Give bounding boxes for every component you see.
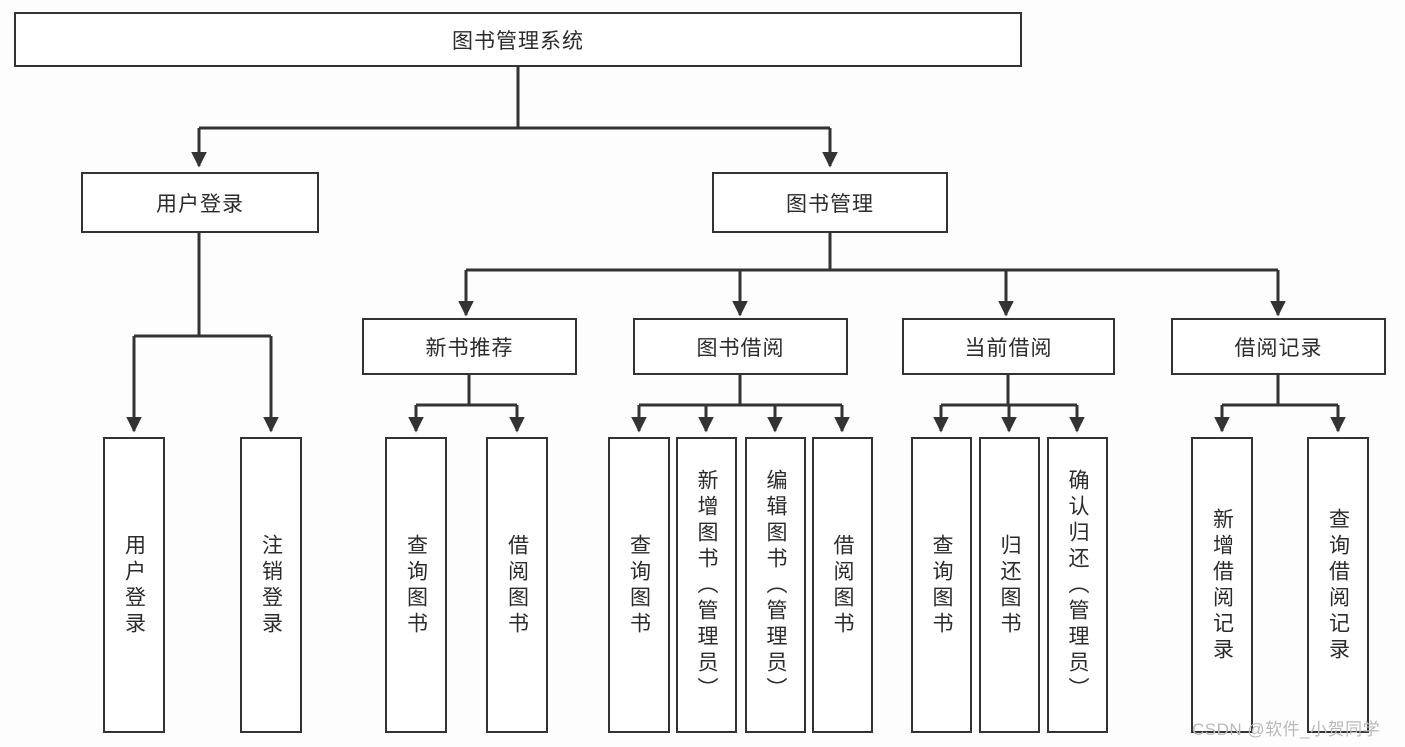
leaf-current-confirm-return-admin[interactable]: 确认归还（管理员）: [1047, 437, 1108, 733]
node-label: 用户登录: [122, 534, 146, 638]
node-label: 查询借阅记录: [1326, 508, 1350, 664]
node-label: 注销登录: [259, 534, 283, 638]
node-label: 借阅图书: [505, 534, 529, 638]
node-label: 新增图书（管理员）: [695, 469, 718, 703]
node-book-management[interactable]: 图书管理: [712, 172, 948, 233]
node-label: 当前借阅: [964, 336, 1053, 360]
node-new-book-recommend[interactable]: 新书推荐: [362, 318, 577, 375]
node-label: 归还图书: [998, 534, 1021, 638]
node-label: 图书借阅: [696, 336, 785, 360]
leaf-recommend-borrow-book[interactable]: 借阅图书: [486, 437, 548, 733]
leaf-recommend-query-book[interactable]: 查询图书: [385, 437, 447, 733]
node-user-login[interactable]: 用户登录: [81, 172, 319, 233]
node-label: 新增借阅记录: [1210, 508, 1234, 664]
leaf-record-query-record[interactable]: 查询借阅记录: [1307, 437, 1369, 733]
leaf-borrow-borrow-book[interactable]: 借阅图书: [812, 437, 873, 733]
node-label: 借阅图书: [831, 534, 854, 638]
leaf-borrow-add-book-admin[interactable]: 新增图书（管理员）: [676, 437, 737, 733]
node-borrow-record[interactable]: 借阅记录: [1171, 318, 1386, 375]
node-label: 图书管理: [786, 192, 874, 216]
leaf-user-login[interactable]: 用户登录: [103, 437, 165, 733]
leaf-current-query-book[interactable]: 查询图书: [911, 437, 972, 733]
node-label: 借阅记录: [1234, 336, 1323, 360]
node-label: 确认归还（管理员）: [1066, 469, 1089, 703]
node-root-system[interactable]: 图书管理系统: [14, 12, 1022, 67]
node-label: 编辑图书（管理员）: [764, 469, 787, 703]
csdn-watermark: CSDN @软件_小贺同学: [1192, 720, 1381, 739]
leaf-borrow-edit-book-admin[interactable]: 编辑图书（管理员）: [745, 437, 806, 733]
node-label: 图书管理系统: [452, 29, 584, 53]
node-label: 查询图书: [627, 534, 651, 638]
leaf-user-logout[interactable]: 注销登录: [240, 437, 302, 733]
node-book-borrow[interactable]: 图书借阅: [633, 318, 848, 375]
leaf-record-add-record[interactable]: 新增借阅记录: [1191, 437, 1253, 733]
node-label: 查询图书: [404, 534, 428, 638]
node-label: 用户登录: [156, 192, 244, 216]
leaf-current-return-book[interactable]: 归还图书: [979, 437, 1040, 733]
node-label: 查询图书: [930, 534, 953, 638]
node-current-borrow[interactable]: 当前借阅: [902, 318, 1115, 375]
node-label: 新书推荐: [425, 336, 514, 360]
leaf-borrow-query-book[interactable]: 查询图书: [608, 437, 670, 733]
